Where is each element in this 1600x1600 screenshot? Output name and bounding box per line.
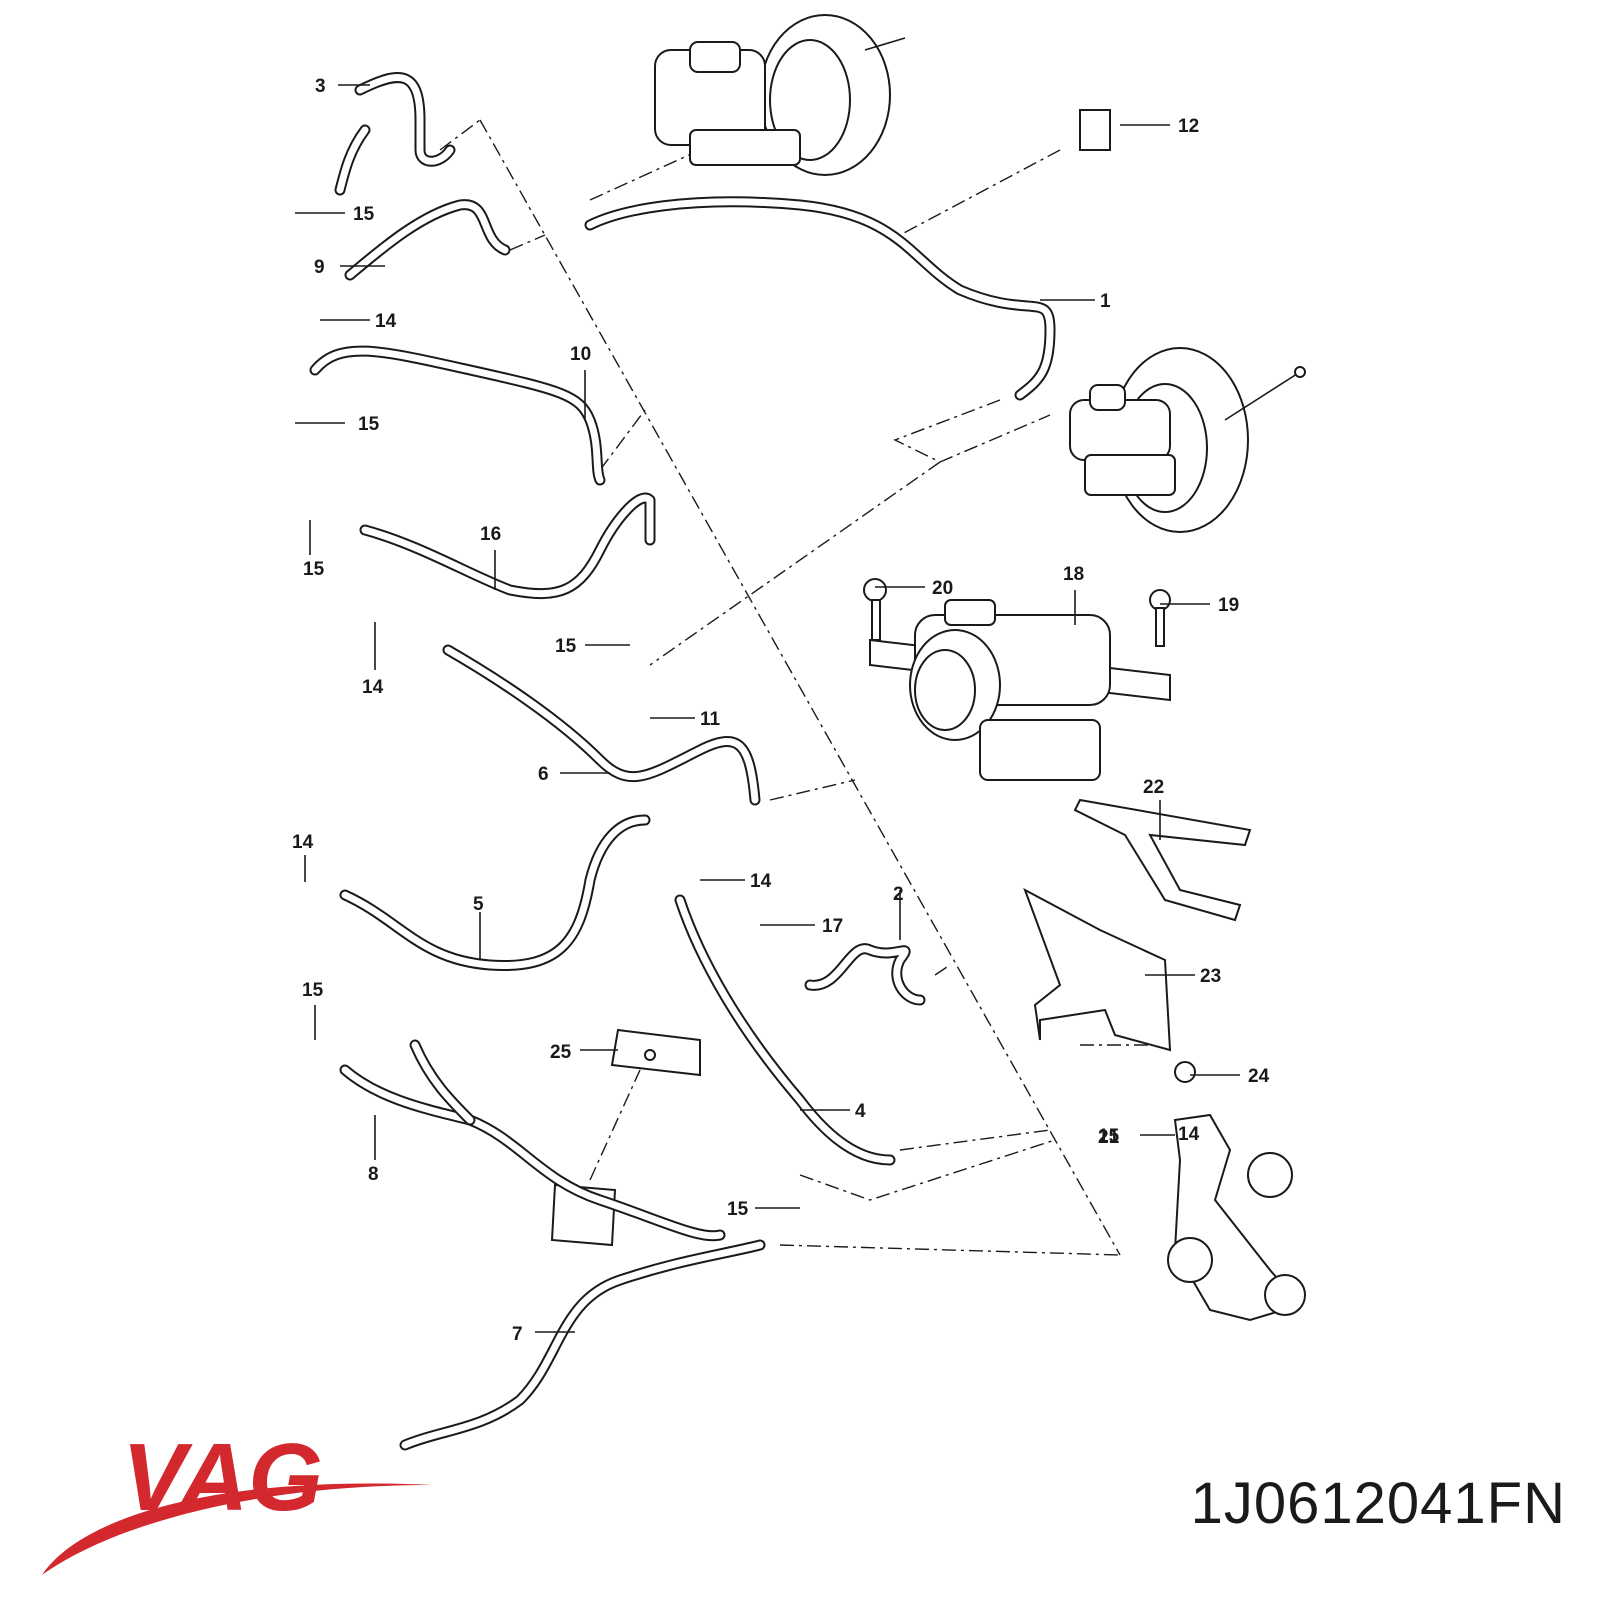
vacuum-pump [869, 599, 1171, 781]
part-number: 1J0612041FN [1190, 1471, 1566, 1536]
leader-lines [295, 84, 1240, 1333]
callout-18: 18 [1063, 564, 1084, 585]
callout-15c: 15 [303, 559, 325, 580]
callout-25: 25 [550, 1042, 572, 1063]
callout-14b: 14 [362, 677, 384, 698]
callout-4: 4 [855, 1101, 866, 1122]
callout-14c: 14 [292, 832, 314, 853]
callout-15f: 15 [727, 1199, 749, 1220]
callout-7: 7 [512, 1324, 523, 1345]
brake-booster-right [1069, 347, 1306, 533]
callout-3: 3 [315, 76, 326, 97]
callout-19: 19 [1218, 595, 1239, 616]
callout-14d: 14 [750, 871, 772, 892]
hoses [309, 72, 1056, 1451]
callout-15b: 15 [358, 414, 380, 435]
logo-lettering: VAG [122, 1424, 323, 1531]
callout-8: 8 [368, 1164, 379, 1185]
callout-16: 16 [480, 524, 501, 545]
callout-11: 11 [700, 709, 721, 730]
callout-23: 23 [1200, 966, 1221, 987]
callout-6: 6 [538, 764, 549, 785]
vag-logo: VAG [42, 1424, 432, 1575]
callout-24: 24 [1248, 1066, 1270, 1087]
brake-booster-top [654, 14, 906, 176]
callout-1: 1 [1100, 291, 1111, 312]
callout-15g: 15 [1098, 1126, 1120, 1147]
callout-15d: 15 [555, 636, 577, 657]
callout-10: 10 [570, 344, 591, 365]
callout-20: 20 [932, 578, 953, 599]
callout-15e: 15 [302, 980, 324, 1001]
callout-labels: 1 2 3 4 5 6 7 8 9 10 11 12 14 14 14 14 1… [292, 76, 1270, 1345]
callout-9: 9 [314, 257, 325, 278]
callout-12: 12 [1178, 116, 1199, 137]
callout-14e: 14 [1178, 1124, 1200, 1145]
callout-2: 2 [893, 884, 904, 905]
assembly-guide-lines [439, 119, 1165, 1256]
callout-21: 21 [1098, 1127, 1120, 1148]
callout-15a: 15 [353, 204, 375, 225]
callout-22: 22 [1143, 777, 1164, 798]
callout-17: 17 [822, 916, 843, 937]
callout-5: 5 [473, 894, 484, 915]
callout-14a: 14 [375, 311, 397, 332]
logo-swoosh [42, 1483, 432, 1575]
